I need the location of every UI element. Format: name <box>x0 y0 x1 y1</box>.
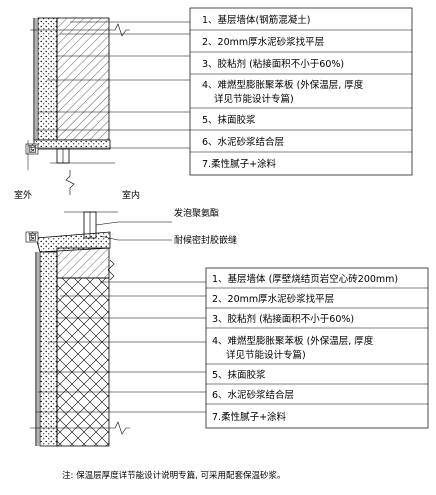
lower-legend-item-4-cont: 详见节能设计专篇) <box>226 349 306 361</box>
lower-leader-lines <box>36 281 206 413</box>
foam-label: 发泡聚氨酯 <box>174 207 219 219</box>
upper-legend-item-5: 5、抹面胶浆 <box>202 114 256 126</box>
lower-legend-table: 1、基层墙体 (厚壁烧结页岩空心砖200mm) 2、20mm厚水泥砂浆找平层 3… <box>205 267 429 429</box>
lower-legend-item-6: 6、水泥砂浆结合层 <box>212 389 294 401</box>
upper-legend-item-4-cont: 详见节能设计专篇) <box>214 93 294 105</box>
exterior-label: 室外 <box>14 189 32 201</box>
lower-legend-item-7: 7.柔性腻子+涂料 <box>212 411 287 423</box>
upper-window-mark: 窗 <box>28 143 37 155</box>
lower-legend-item-3: 3、胶粘剂 (粘接面积不小于60%) <box>212 313 354 325</box>
interior-label: 室内 <box>122 189 140 201</box>
upper-legend-table: 1、基层墙体(钢筋混凝土) 2、20mm厚水泥砂浆找平层 3、胶粘剂 (粘接面积… <box>189 7 413 176</box>
upper-legend-item-4: 4、难燃型膨胀聚苯板 (外保温层, 厚度 <box>202 79 364 91</box>
lower-legend-item-2: 2、20mm厚水泥砂浆找平层 <box>212 293 334 305</box>
upper-legend-item-3: 3、胶粘剂 (粘接面积不小于60%) <box>202 58 344 70</box>
foam-callout: 发泡聚氨酯 <box>95 207 219 226</box>
lower-legend-item-1: 1、基层墙体 (厚壁烧结页岩空心砖200mm) <box>212 273 398 285</box>
upper-legend-item-2: 2、20mm厚水泥砂浆找平层 <box>202 36 324 48</box>
lower-window-mark: 窗 <box>28 231 37 243</box>
upper-leader-lines <box>34 21 190 149</box>
lower-legend-item-4: 4、难燃型膨胀聚苯板 (外保温层, 厚度 <box>212 335 374 347</box>
lower-wall-section: 窗 <box>25 211 130 447</box>
sealant-callout: 耐候密封胶嵌缝 <box>99 234 237 246</box>
sealant-label: 耐候密封胶嵌缝 <box>174 234 237 246</box>
upper-wall-section: 窗 <box>25 17 130 195</box>
lower-legend-item-5: 5、抹面胶浆 <box>212 369 266 381</box>
upper-legend-item-7: 7.柔性腻子+涂料 <box>202 158 277 170</box>
upper-legend-item-1: 1、基层墙体(钢筋混凝土) <box>202 14 310 26</box>
footnote: 注: 保温层厚度详节能设计说明专篇, 可采用配套保温砂浆。 <box>62 470 285 481</box>
upper-legend-item-6: 6、水泥砂浆结合层 <box>202 136 284 148</box>
